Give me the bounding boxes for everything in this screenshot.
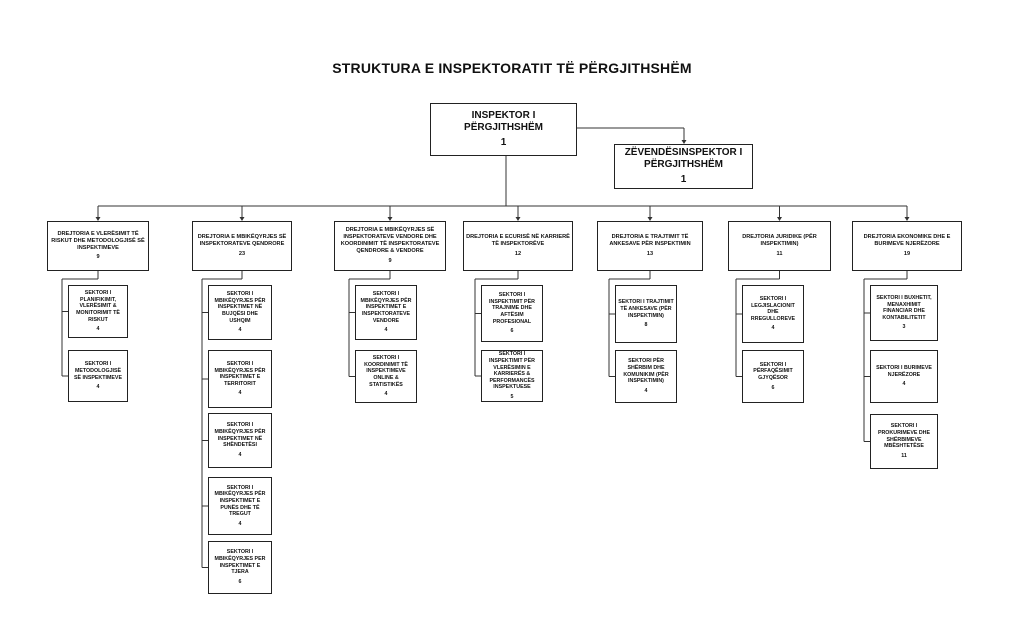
sector-box: SEKTORI I INSPEKTIMIT PËR TRAJNIME DHE A… [481,285,543,342]
sector-box-label: SEKTORI I METODOLOGJISË SË INSPEKTIMEVE [74,361,122,381]
sector-box-staff-count: 4 [644,387,648,394]
sector-box-staff-count: 4 [238,327,242,334]
sector-box-staff-count: 4 [238,451,242,458]
directorate-box-staff-count: 12 [514,250,522,257]
directorate-box: DREJTORIA EKONOMIKE DHE E BURIMEVE NJERË… [852,221,962,271]
sector-box: SEKTORI I METODOLOGJISË SË INSPEKTIMEVE 4 [68,350,128,402]
directorate-box-label: DREJTORIA E VLERËSIMIT TË RISKUT DHE MET… [51,230,145,251]
directorate-box-label: DREJTORIA E MBIKËQYRJES SË INSPEKTORATEV… [340,227,440,254]
sector-box-label: SEKTORI I INSPEKTIMIT PËR VLERËSIMIN E K… [489,351,535,391]
sector-box-label: SEKTORI I PROKURIMEVE DHE SHËRBIMEVE MBË… [877,423,931,450]
sector-box-staff-count: 5 [510,394,514,401]
directorate-box: DREJTORIA E MBIKËQYRJES SË INSPEKTORATEV… [334,221,446,271]
directorate-arrow-icon [647,217,653,221]
sector-box-label: SEKTORI I MBIKËQYRJES PËR INSPEKTIMET NË… [214,422,266,449]
directorate-box-staff-count: 9 [388,257,392,264]
sector-box: SEKTORI I PLANIFIKIMIT, VLERËSIMIT & MON… [68,285,128,338]
sector-box: SEKTORI I MBIKËQYRJES PER INSPEKTIMET E … [208,541,272,594]
directorate-box-label: DREJTORIA E MBIKËQYRJES SË INSPEKTORATEV… [197,234,287,247]
sector-box-staff-count: 4 [238,520,242,527]
sector-box-label: SEKTORI I TRAJTIMIT TË ANKESAVE (PËR INS… [618,299,674,319]
sector-box-label: SEKTORI I PËRFAQËSIMIT GJYQËSOR [753,361,793,381]
directorate-box-staff-count: 9 [96,254,100,261]
sector-box-label: SEKTORI I MBIKËQYRJES PËR INSPEKTIMET E … [360,291,412,324]
sector-box-staff-count: 4 [771,325,775,332]
sector-box: SEKTORI I MBIKËQYRJES PËR INSPEKTIMET E … [208,350,272,408]
deputy-arrow-icon [681,140,687,144]
sector-box-staff-count: 11 [901,452,907,459]
sector-box: SEKTORI I TRAJTIMIT TË ANKESAVE (PËR INS… [615,285,677,343]
sector-box-staff-count: 4 [384,391,388,398]
sector-box-staff-count: 8 [644,322,648,329]
sector-box-label: SEKTORI I LEGJISLACIONIT DHE RREGULLOREV… [750,295,796,322]
sector-box-label: SEKTORI I MBIKËQYRJES PER INSPEKTIMET E … [214,549,266,576]
inspector-general-box: INSPEKTOR I PËRGJITHSHËM 1 [430,103,577,156]
directorate-box-label: DREJTORIA E ECURISË NË KARRIERË TË INSPE… [466,234,570,247]
directorate-arrow-icon [904,217,910,221]
sector-box: SEKTORI PËR SHËRBIM DHE KOMUNIKIM (PËR I… [615,350,677,403]
sector-box-staff-count: 4 [96,384,100,391]
sector-box-label: SEKTORI I BURIMEVE NJERËZORE [876,365,932,378]
directorate-box: DREJTORIA JURIDIKE (PËR INSPEKTIMIN) 11 [728,221,831,271]
sector-box-staff-count: 4 [384,327,388,334]
sector-box-staff-count: 4 [238,390,242,397]
sector-box-label: SEKTORI I PLANIFIKIMIT, VLERËSIMIT & MON… [76,290,120,323]
directorate-box: DREJTORIA E TRAJTIMIT TË ANKESAVE PËR IN… [597,221,703,271]
directorate-box: DREJTORIA E VLERËSIMIT TË RISKUT DHE MET… [47,221,149,271]
sector-box-staff-count: 3 [902,324,906,331]
sector-box: SEKTORI I BURIMEVE NJERËZORE 4 [870,350,938,403]
sector-box-label: SEKTORI PËR SHËRBIM DHE KOMUNIKIM (PËR I… [623,358,669,385]
directorate-box-label: DREJTORIA E TRAJTIMIT TË ANKESAVE PËR IN… [609,234,691,247]
sector-box-label: SEKTORI I KOORDINIMIT TË INSPEKTIMEVE ON… [364,355,408,388]
directorate-box-label: DREJTORIA JURIDIKE (PËR INSPEKTIMIN) [742,234,817,247]
directorate-arrow-icon [239,217,245,221]
inspector-general-box-label: INSPEKTOR I PËRGJITHSHËM [464,109,543,134]
directorate-box-staff-count: 13 [646,250,654,257]
chart-title: STRUKTURA E INSPEKTORATIT TË PËRGJITHSHË… [332,60,692,76]
sector-box-label: SEKTORI I BUXHETIT, MENAXHIMIT FINANCIAR… [876,294,932,321]
sector-box-label: SEKTORI I MBIKËQYRJES PËR INSPEKTIMET NË… [214,291,266,324]
directorate-arrow-icon [387,217,393,221]
sector-box-staff-count: 6 [510,328,514,335]
directorate-arrow-icon [515,217,521,221]
sector-box: SEKTORI I INSPEKTIMIT PËR VLERËSIMIN E K… [481,350,543,402]
sector-box: SEKTORI I LEGJISLACIONIT DHE RREGULLOREV… [742,285,804,343]
directorate-arrow-icon [777,217,782,221]
directorate-box-staff-count: 19 [903,250,911,257]
sector-box: SEKTORI I MBIKËQYRJES PËR INSPEKTIMET NË… [208,413,272,468]
deputy-inspector-box-label: ZËVENDËSINSPEKTOR I PËRGJITHSHËM [624,146,743,171]
deputy-inspector-box-staff-count: 1 [680,173,687,185]
sector-box-staff-count: 6 [238,578,242,585]
inspector-general-box-staff-count: 1 [500,136,507,148]
sector-box: SEKTORI I BUXHETIT, MENAXHIMIT FINANCIAR… [870,285,938,341]
sector-box: SEKTORI I PËRFAQËSIMIT GJYQËSOR 6 [742,350,804,403]
directorate-box-label: DREJTORIA EKONOMIKE DHE E BURIMEVE NJERË… [863,234,951,247]
directorate-box: DREJTORIA E ECURISË NË KARRIERË TË INSPE… [463,221,573,271]
sector-box-staff-count: 6 [771,384,775,391]
directorate-box-staff-count: 11 [776,250,783,257]
sector-box-label: SEKTORI I MBIKËQYRJES PËR INSPEKTIMET E … [214,484,266,518]
directorate-box-staff-count: 23 [238,250,246,257]
sector-box: SEKTORI I KOORDINIMIT TË INSPEKTIMEVE ON… [355,350,417,403]
sector-box-staff-count: 4 [902,381,906,388]
directorate-box: DREJTORIA E MBIKËQYRJES SË INSPEKTORATEV… [192,221,292,271]
sector-box-label: SEKTORI I INSPEKTIMIT PËR TRAJNIME DHE A… [489,292,535,325]
sector-box: SEKTORI I MBIKËQYRJES PËR INSPEKTIMET E … [355,285,417,340]
sector-box: SEKTORI I PROKURIMEVE DHE SHËRBIMEVE MBË… [870,414,938,469]
sector-box: SEKTORI I MBIKËQYRJES PËR INSPEKTIMET NË… [208,285,272,340]
sector-box-label: SEKTORI I MBIKËQYRJES PËR INSPEKTIMET E … [214,360,266,387]
sector-box: SEKTORI I MBIKËQYRJES PËR INSPEKTIMET E … [208,477,272,535]
deputy-inspector-box: ZËVENDËSINSPEKTOR I PËRGJITHSHËM 1 [614,144,753,189]
sector-box-staff-count: 4 [96,326,100,333]
directorate-arrow-icon [95,217,101,221]
